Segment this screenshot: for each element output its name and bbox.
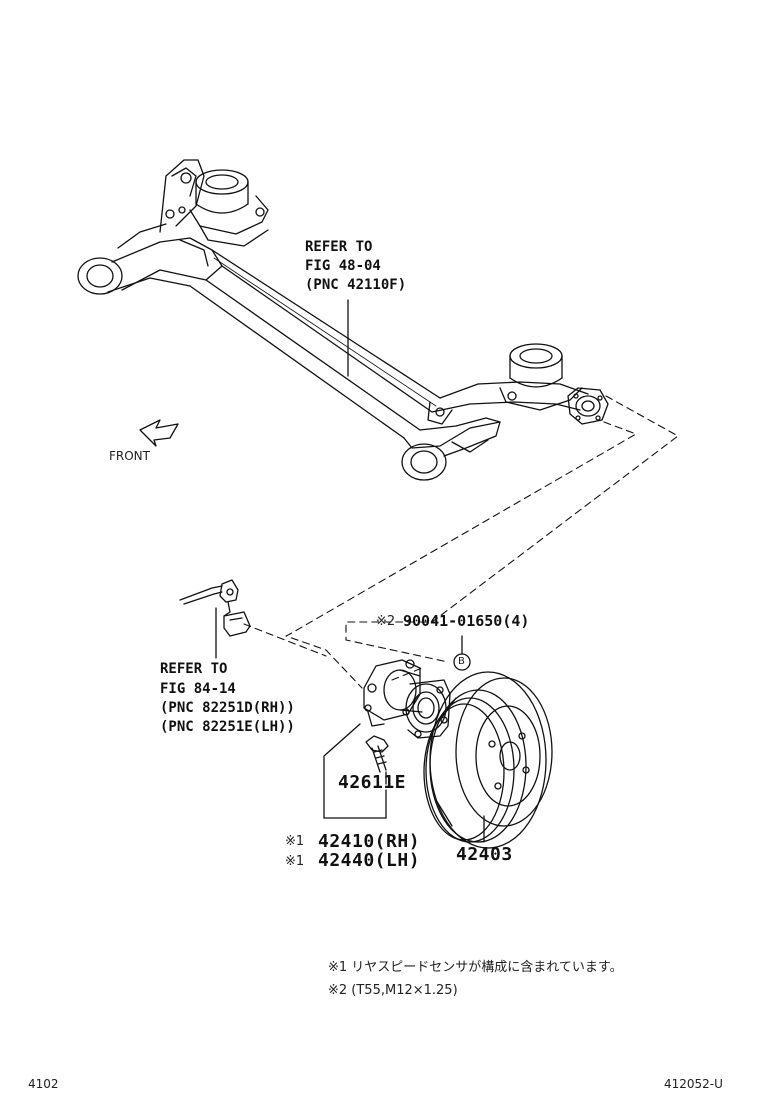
- hub-rh-part-number: 42410(RH): [318, 831, 421, 852]
- sensor-refer-line1: REFER TO: [160, 661, 228, 677]
- hub-bearing-assembly: [363, 659, 451, 739]
- axle-refer-line2: FIG 48-04: [305, 258, 381, 274]
- assembly-dashed-lines: [243, 395, 679, 689]
- note-1: ※1 リヤスピードセンサが構成に含まれています。: [328, 960, 623, 975]
- drum-part-number: 42403: [456, 844, 513, 865]
- hub-bolt: [365, 735, 389, 773]
- note-2: ※2 (T55,M12×1.25): [328, 983, 458, 998]
- hub-rh-mark: ※1: [285, 834, 305, 849]
- sensor-refer-line3: (PNC 82251D(RH)): [160, 700, 295, 716]
- front-label: FRONT: [109, 449, 150, 463]
- brake-drum: [423, 671, 553, 849]
- axle-refer-line1: REFER TO: [305, 239, 373, 255]
- hub-lh-mark: ※1: [285, 854, 305, 869]
- ref-b-letter: B: [458, 656, 465, 667]
- hub-leader: [323, 723, 361, 819]
- footer-figure-code: 412052-U: [664, 1077, 723, 1091]
- front-arrow-icon: [139, 419, 179, 447]
- axle-refer-line3: (PNC 42110F): [305, 277, 407, 293]
- hub-lh-part-number: 42440(LH): [318, 850, 421, 871]
- bolt-callout-mark: ※2: [376, 614, 396, 629]
- rear-axle-beam: [77, 159, 609, 481]
- wheel-speed-sensor: [179, 579, 251, 637]
- stud-part-number: 42611E: [338, 772, 407, 793]
- sensor-refer-line4: (PNC 82251E(LH)): [160, 719, 295, 735]
- footer-page-code: 4102: [28, 1077, 59, 1091]
- sensor-refer-line2: FIG 84-14: [160, 681, 236, 697]
- bolt-part-number: 90041-01650(4): [403, 612, 530, 630]
